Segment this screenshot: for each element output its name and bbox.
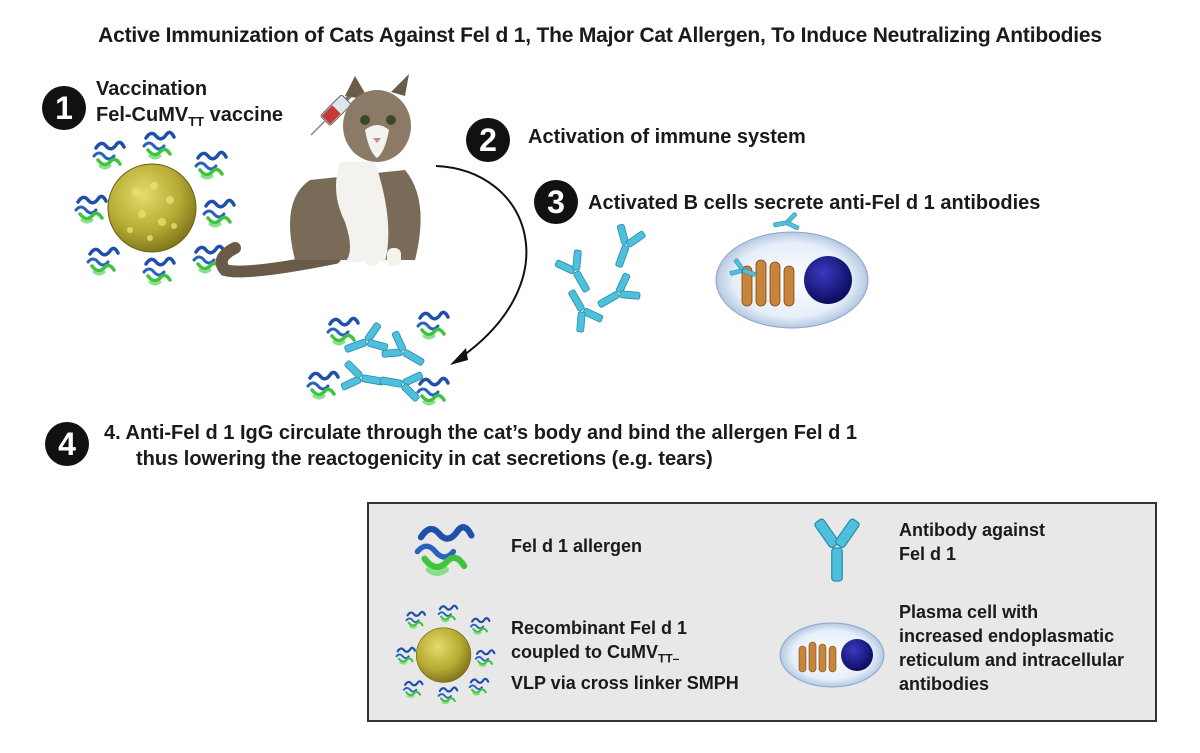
legend-antibody-icon (813, 517, 861, 582)
step-2-badge: 2 (466, 118, 510, 162)
legend-plasma-cell-label: Plasma cell with increased endoplasmatic… (899, 602, 1125, 694)
antibody-allergen-complex-icon (306, 310, 450, 406)
cat-icon (215, 74, 421, 278)
legend-vlp-icon (395, 604, 496, 705)
antibody-cluster-icon (552, 221, 648, 336)
vlp-vaccine-icon (74, 130, 236, 286)
step-3-label: Activated B cells secrete anti-Fel d 1 a… (588, 192, 1041, 214)
step-1-badge: 1 (42, 86, 86, 130)
step-1-label: Vaccination Fel-CuMVTT vaccine (96, 78, 284, 129)
step-2-label: Activation of immune system (528, 126, 806, 148)
legend-box: Fel d 1 allergen Antibody against Fel d … (367, 502, 1157, 722)
legend-vlp-label: Recombinant Fel d 1 coupled to CuMVTT– V… (511, 618, 739, 693)
legend-antibody-label: Antibody against Fel d 1 (899, 520, 1046, 564)
legend-allergen-icon (405, 514, 475, 584)
legend-allergen-label: Fel d 1 allergen (511, 536, 643, 556)
step-3-badge: 3 (534, 180, 578, 224)
legend-plasma-cell-icon (779, 622, 885, 688)
cycle-arrow (435, 165, 528, 365)
step-4-label: 4. Anti-Fel d 1 IgG circulate through th… (104, 422, 858, 470)
plasma-cell-icon (715, 211, 869, 329)
figure-title: Active Immunization of Cats Against Fel … (98, 24, 1102, 47)
step-4-badge: 4 (45, 422, 89, 466)
